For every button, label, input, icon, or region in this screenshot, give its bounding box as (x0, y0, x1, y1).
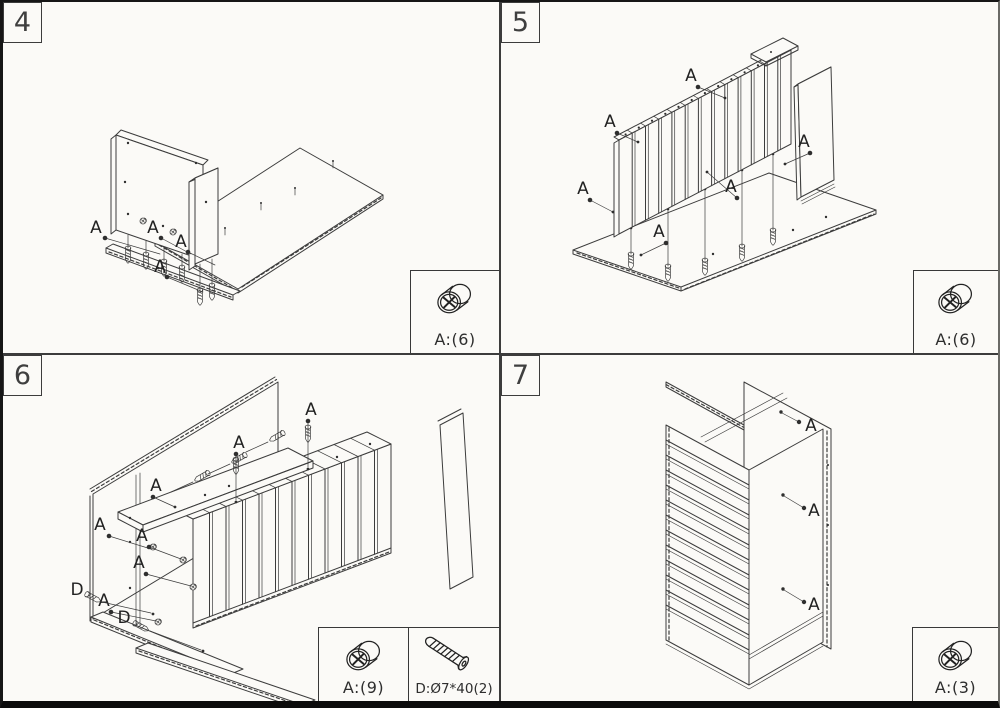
screw-icon (421, 635, 472, 672)
svg-text:A: A (604, 112, 616, 132)
step-number-box: 4 (3, 2, 42, 43)
hardware-label: A:(9) (342, 678, 385, 697)
step-6-drawing: A A A A A A A (70, 376, 474, 701)
svg-text:A: A (136, 526, 148, 546)
step-number-box: 7 (501, 355, 540, 396)
step-number: 4 (13, 7, 32, 38)
svg-text:A: A (154, 257, 166, 277)
fastener-callout: A (90, 218, 161, 255)
fastener-callout: A (639, 222, 669, 257)
svg-text:A: A (798, 132, 810, 152)
fastener-callout: A (133, 553, 192, 587)
fastener-callout: A (604, 112, 640, 144)
fastener-callout: A (175, 232, 216, 266)
fastener-callout: A (150, 476, 177, 509)
hardware-label: A:(6) (434, 330, 476, 349)
step-number-box: 6 (3, 355, 42, 396)
step-number: 5 (511, 7, 530, 38)
svg-text:A: A (175, 232, 187, 252)
svg-text:A: A (725, 177, 737, 197)
step-panel-6: 6 (3, 355, 501, 701)
cam-lock-icon (345, 640, 380, 671)
step-7-drawing: A A A (665, 381, 832, 690)
hardware-box: A:(3) (912, 627, 998, 701)
svg-text:D: D (70, 580, 83, 600)
step-panel-7: 7 (501, 355, 998, 701)
hardware-box: A:(6) (410, 270, 499, 353)
fastener-callout: A (94, 515, 152, 550)
fastener-callout: A (783, 495, 820, 521)
cam-lock-icon (937, 283, 973, 314)
svg-text:A: A (577, 179, 589, 199)
fastener-callout: D (117, 608, 202, 651)
svg-text:A: A (90, 218, 102, 238)
fastener-callout: A (781, 412, 817, 436)
cam-lock-icon (937, 640, 972, 671)
step-number: 7 (511, 360, 530, 391)
fastener-callout: A (685, 66, 727, 100)
fastener-callout: A (233, 433, 245, 457)
fastener-callout: A (136, 526, 182, 560)
svg-text:A: A (98, 591, 110, 611)
step-number: 6 (13, 360, 32, 391)
step-panel-5: 5 (501, 2, 998, 355)
svg-text:A: A (133, 553, 145, 573)
fastener-callout: A (705, 170, 740, 201)
svg-text:A: A (94, 515, 106, 535)
fastener-callout: D (70, 580, 152, 614)
step-panel-4: 4 (3, 2, 501, 355)
hardware-label: A:(6) (935, 330, 977, 349)
svg-text:A: A (685, 66, 697, 86)
svg-text:A: A (808, 595, 820, 615)
svg-text:A: A (233, 433, 245, 453)
step-5-drawing: A A A A A A (572, 37, 877, 292)
fastener-callout: A (577, 179, 615, 214)
hardware-label: D:Ø7*40(2) (415, 681, 493, 697)
fastener-callout: A (305, 400, 317, 424)
step-number-box: 5 (501, 2, 540, 43)
hardware-box: D:Ø7*40(2) (409, 627, 499, 701)
svg-text:A: A (150, 476, 162, 496)
hardware-box: A:(6) (913, 270, 998, 353)
fastener-callout: A (154, 257, 204, 293)
svg-text:A: A (305, 400, 317, 420)
svg-text:A: A (805, 416, 817, 436)
hardware-box: A:(9) (318, 627, 409, 701)
hardware-label: A:(3) (934, 678, 977, 697)
svg-text:D: D (117, 608, 130, 628)
step-4-drawing: A A A A (90, 129, 384, 306)
fastener-callout: A (98, 591, 157, 622)
svg-text:A: A (808, 501, 820, 521)
svg-text:A: A (653, 222, 665, 242)
cam-lock-icon (436, 283, 472, 314)
fastener-callout: A (783, 132, 813, 166)
fastener-callout: A (783, 589, 820, 615)
svg-text:A: A (147, 218, 159, 238)
